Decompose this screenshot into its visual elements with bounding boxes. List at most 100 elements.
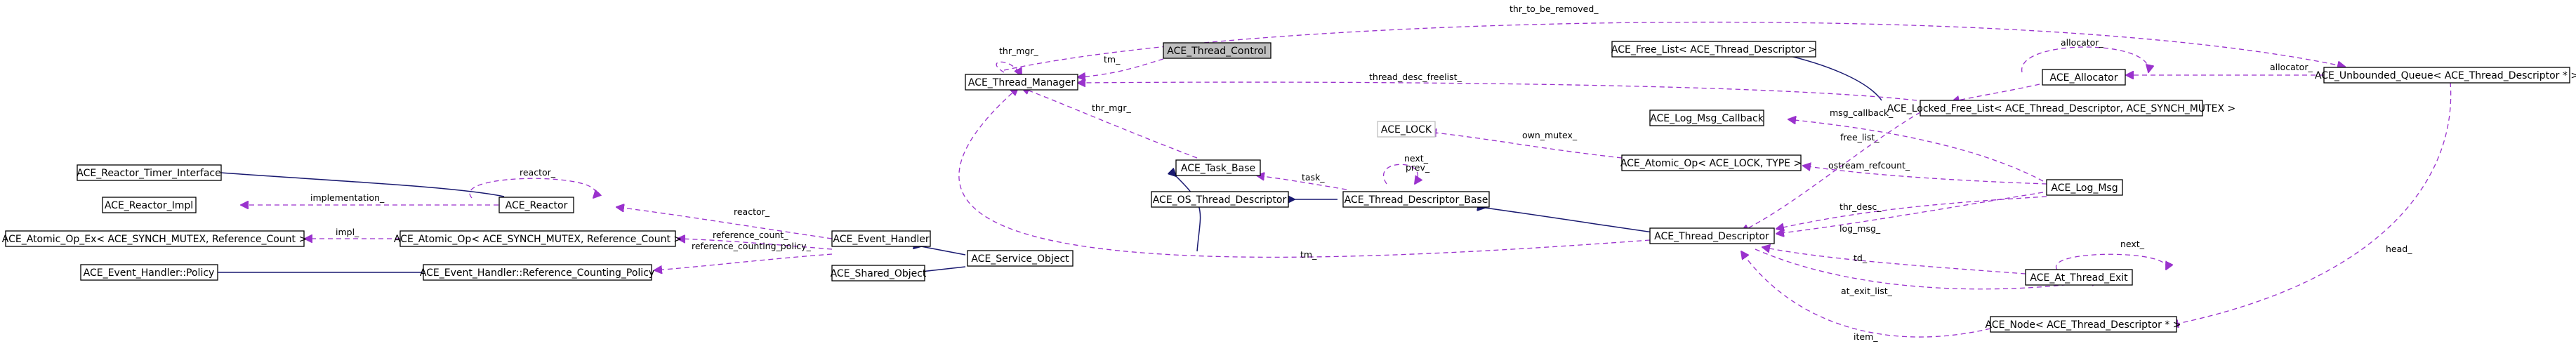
- node-lock[interactable]: ACE_LOCK: [1377, 121, 1436, 138]
- node-thread-control[interactable]: ACE_Thread_Control: [1163, 42, 1272, 59]
- label-thr-desc: thr_desc_: [1839, 201, 1882, 212]
- label-reference-counting-policy: reference_counting_policy_: [692, 241, 812, 251]
- label-head: head_: [2386, 244, 2412, 254]
- node-os-thread-descriptor[interactable]: ACE_OS_Thread_Descriptor: [1151, 191, 1289, 208]
- node-os-thread-descriptor-label: ACE_OS_Thread_Descriptor: [1153, 194, 1287, 206]
- node-service-object[interactable]: ACE_Service_Object: [967, 250, 1074, 267]
- label-tm-control: tm_: [1104, 54, 1121, 65]
- node-atomic-op-lock[interactable]: ACE_Atomic_Op< ACE_LOCK, TYPE >: [1620, 154, 1802, 171]
- node-unbounded-queue-label: ACE_Unbounded_Queue< ACE_Thread_Descript…: [2315, 70, 2576, 81]
- node-reactor-label: ACE_Reactor: [506, 200, 568, 211]
- label-thread-desc-freelist: thread_desc_freelist_: [1369, 72, 1462, 82]
- edge-next-prev: [1383, 164, 1418, 184]
- node-reactor[interactable]: ACE_Reactor: [498, 197, 574, 213]
- node-locked-free-list-label: ACE_Locked_Free_List< ACE_Thread_Descrip…: [1887, 103, 2235, 114]
- edge-own-mutex: [1429, 132, 1623, 159]
- edge-reference-count: [678, 239, 833, 250]
- edge-ostream-refcount: [1803, 166, 2047, 185]
- node-at-thread-exit-label: ACE_At_Thread_Exit: [2030, 272, 2128, 284]
- edge-labels: thr_to_be_removed_ thr_mgr_ tm_ thread_d…: [310, 4, 2412, 342]
- node-thread-control-label: ACE_Thread_Control: [1167, 46, 1267, 57]
- edge-reference-counting-policy: [654, 253, 833, 270]
- node-task-base-label: ACE_Task_Base: [1181, 163, 1255, 174]
- label-task: task_: [1302, 172, 1325, 183]
- edge-thr-desc: [1776, 196, 2047, 229]
- node-shared-object[interactable]: ACE_Shared_Object: [831, 265, 927, 282]
- edge-allocator-locked: [1952, 84, 2040, 102]
- node-at-thread-exit[interactable]: ACE_At_Thread_Exit: [2025, 269, 2133, 286]
- node-log-msg-callback-label: ACE_Log_Msg_Callback: [1650, 113, 1764, 124]
- edge-item: [1741, 251, 1991, 338]
- label-tm-descriptor: tm_: [1300, 249, 1317, 260]
- label-implementation: implementation_: [310, 192, 385, 203]
- edge-free-list: [1741, 112, 1921, 232]
- node-log-msg[interactable]: ACE_Log_Msg: [2046, 179, 2123, 196]
- node-reference-counting-policy-label: ACE_Event_Handler::Reference_Counting_Po…: [420, 267, 654, 279]
- label-item: item_: [1854, 331, 1878, 342]
- node-allocator[interactable]: ACE_Allocator: [2042, 69, 2126, 86]
- edge-thr-to-be-removed: [1003, 21, 2345, 71]
- node-log-msg-callback[interactable]: ACE_Log_Msg_Callback: [1649, 110, 1764, 126]
- label-reactor-self: reactor_: [520, 167, 556, 178]
- label-log-msg: log_msg_: [1839, 223, 1881, 234]
- node-shared-object-label: ACE_Shared_Object: [831, 268, 927, 279]
- edge-next-exit: [2055, 253, 2167, 270]
- node-locked-free-list[interactable]: ACE_Locked_Free_List< ACE_Thread_Descrip…: [1887, 100, 2235, 117]
- edge-allocator-self: [2021, 46, 2149, 72]
- node-event-handler[interactable]: ACE_Event_Handler: [831, 230, 931, 247]
- node-reactor-impl[interactable]: ACE_Reactor_Impl: [102, 197, 197, 213]
- edge-msg-callback: [1788, 119, 2044, 182]
- node-atomic-op-mutex[interactable]: ACE_Atomic_Op< ACE_SYNCH_MUTEX, Referenc…: [394, 230, 682, 247]
- edge-inherit-service-shared: [921, 266, 966, 272]
- edge-thr-mgr-task: [1022, 88, 1198, 159]
- label-thr-to-be-removed: thr_to_be_removed_: [1510, 4, 1599, 14]
- edges: [181, 21, 2452, 338]
- label-td: td_: [1854, 253, 1868, 263]
- label-allocator-self: allocator_: [2061, 37, 2103, 48]
- node-thread-manager[interactable]: ACE_Thread_Manager: [965, 74, 1078, 91]
- label-ostream-refcount: ostream_refcount_: [1828, 160, 1910, 171]
- label-at-exit-list: at_exit_list_: [1841, 286, 1893, 296]
- node-free-list-label: ACE_Free_List< ACE_Thread_Descriptor >: [1611, 44, 1816, 55]
- node-atomic-op-mutex-label: ACE_Atomic_Op< ACE_SYNCH_MUTEX, Referenc…: [394, 234, 682, 245]
- node-free-list[interactable]: ACE_Free_List< ACE_Thread_Descriptor >: [1611, 41, 1816, 58]
- node-event-handler-policy-label: ACE_Event_Handler::Policy: [84, 267, 215, 279]
- node-thread-descriptor[interactable]: ACE_Thread_Descriptor: [1649, 227, 1775, 244]
- edge-at-exit-list: [1755, 249, 2099, 290]
- node-unbounded-queue[interactable]: ACE_Unbounded_Queue< ACE_Thread_Descript…: [2315, 67, 2576, 84]
- edge-tm-control: [1078, 58, 1164, 77]
- node-reactor-timer-interface-label: ACE_Reactor_Timer_Interface: [77, 168, 220, 179]
- node-reference-counting-policy[interactable]: ACE_Event_Handler::Reference_Counting_Po…: [420, 264, 654, 281]
- node-atomic-op-ex[interactable]: ACE_Atomic_Op_Ex< ACE_SYNCH_MUTEX, Refer…: [2, 230, 307, 247]
- node-atomic-op-ex-label: ACE_Atomic_Op_Ex< ACE_SYNCH_MUTEX, Refer…: [2, 234, 307, 245]
- node-reactor-impl-label: ACE_Reactor_Impl: [105, 200, 193, 211]
- node-log-msg-label: ACE_Log_Msg: [2051, 183, 2118, 194]
- node-task-base[interactable]: ACE_Task_Base: [1175, 159, 1261, 176]
- label-thr-mgr-task: thr_mgr_: [1092, 102, 1131, 113]
- node-reactor-timer-interface[interactable]: ACE_Reactor_Timer_Interface: [77, 164, 222, 181]
- edge-inherit-service-task: [1176, 176, 1201, 252]
- label-next: next_: [1404, 153, 1429, 164]
- label-reactor: reactor_: [734, 206, 770, 217]
- edge-thread-desc-freelist: [1078, 82, 1917, 101]
- edge-td: [1762, 247, 2026, 274]
- label-next-exit: next_: [2120, 239, 2145, 249]
- node-atomic-op-lock-label: ACE_Atomic_Op< ACE_LOCK, TYPE >: [1620, 158, 1802, 169]
- label-free-list: free_list_: [1840, 132, 1880, 143]
- node-allocator-label: ACE_Allocator: [2050, 72, 2118, 84]
- node-event-handler-label: ACE_Event_Handler: [833, 234, 929, 245]
- label-msg-callback: msg_callback_: [1830, 107, 1894, 118]
- edge-inherit-service-event-handler: [921, 246, 966, 256]
- node-lock-label: ACE_LOCK: [1381, 124, 1432, 135]
- node-service-object-label: ACE_Service_Object: [971, 253, 1069, 265]
- edge-log-msg: [1776, 192, 2044, 234]
- node-ace-node[interactable]: ACE_Node< ACE_Thread_Descriptor * >: [1986, 316, 2181, 333]
- node-thread-descriptor-base-label: ACE_Thread_Descriptor_Base: [1345, 194, 1488, 206]
- node-thread-descriptor-base[interactable]: ACE_Thread_Descriptor_Base: [1342, 191, 1490, 208]
- label-thr-mgr-self: thr_mgr_: [999, 46, 1038, 56]
- node-thread-manager-label: ACE_Thread_Manager: [968, 77, 1076, 88]
- edge-head: [2171, 81, 2452, 325]
- edge-task: [1257, 176, 1347, 190]
- node-event-handler-policy[interactable]: ACE_Event_Handler::Policy: [80, 264, 218, 281]
- edge-reactor-event: [616, 207, 833, 239]
